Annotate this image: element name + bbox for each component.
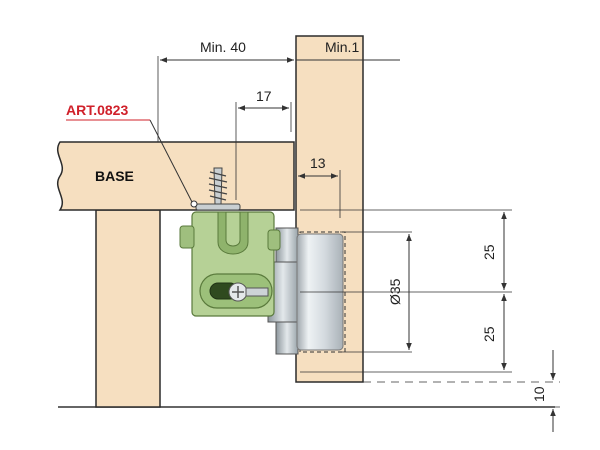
dim-25-bottom-label: 25 [481,326,497,342]
dim-13-label: 13 [310,155,326,171]
dimension-min-40: Min. 40 [157,36,297,142]
dimension-17: 17 [235,88,292,200]
diameter-label: Ø35 [387,278,403,305]
article-leader-dot [190,200,198,208]
dimension-10: 10 [531,350,560,432]
wood-screw [195,167,241,211]
mounting-bracket [179,211,281,317]
dimension-diameter-35: Ø35 [387,234,412,350]
dim-17-label: 17 [256,88,272,104]
dimension-25-top: 25 [481,212,507,290]
dimension-min-1: Min.1 [296,39,400,61]
dim-25-top-label: 25 [481,244,497,260]
dim-10-label: 10 [531,386,547,402]
min-40-label: Min. 40 [200,39,246,55]
min-1-label: Min.1 [325,39,359,55]
base-board [57,141,295,211]
dimension-25-bottom: 25 [481,294,507,370]
base-label: BASE [95,168,134,184]
adjustment-screw [228,282,269,302]
base-leg [95,209,161,408]
article-leader [149,119,193,203]
article-label: ART.0823 [66,102,128,118]
